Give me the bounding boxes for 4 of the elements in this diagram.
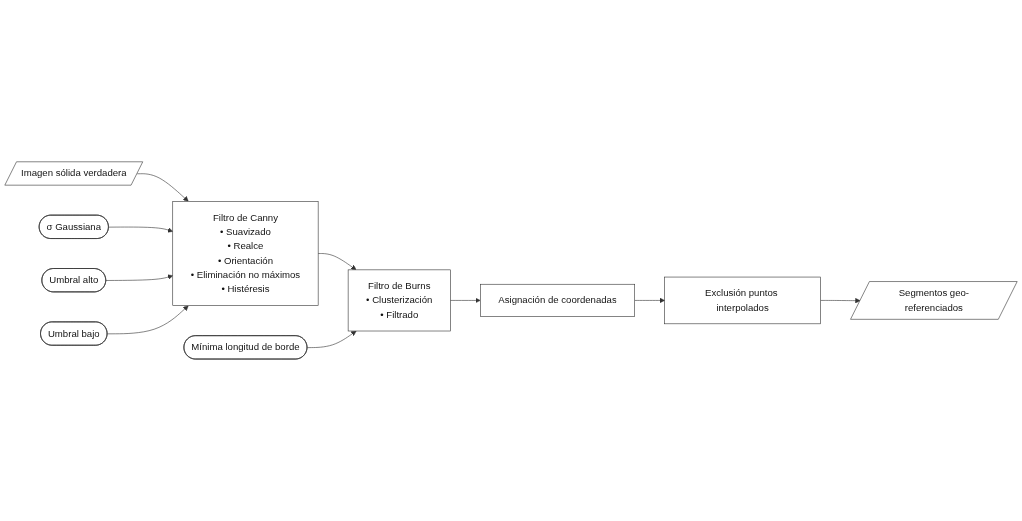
node-box: Filtro de Canny • Suavizado • Realce • Orientación • Eliminación no máximos • Histéresis: [172, 201, 319, 307]
node-box: Exclusión puntos interpolados: [664, 276, 821, 325]
node-box: Asignación de coordenadas: [480, 284, 635, 317]
node-box: Filtro de Burns • Clusterización • Filtrado: [347, 269, 451, 332]
